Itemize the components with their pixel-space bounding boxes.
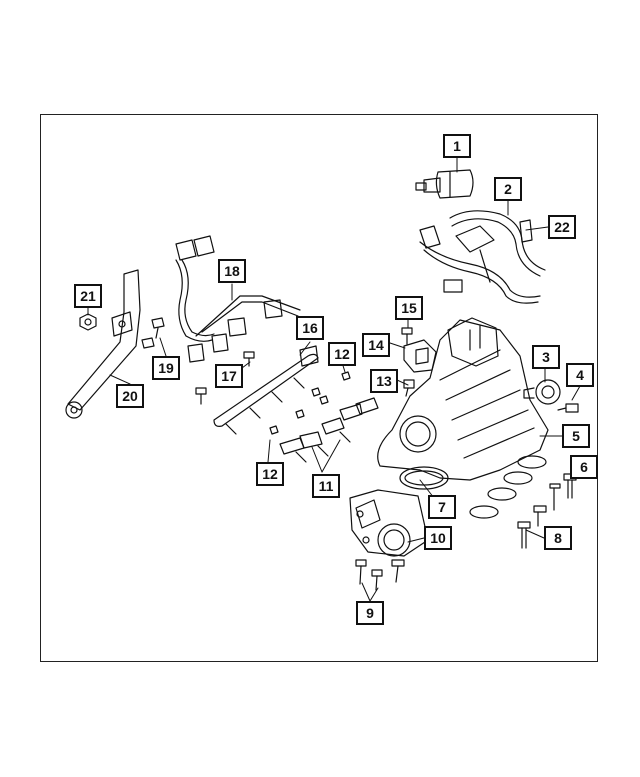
part-11-injectors	[279, 397, 379, 463]
part-12-seals	[269, 371, 351, 435]
callout-10: 10	[424, 526, 452, 550]
callout-2: 2	[494, 177, 522, 201]
part-13-screw	[403, 379, 415, 397]
part-9-bolts	[355, 559, 405, 591]
callout-11: 11	[312, 474, 340, 498]
callout-3: 3	[532, 345, 560, 369]
part-3-map-sensor	[523, 379, 561, 405]
callout-6: 6	[570, 455, 598, 479]
part-4-screw	[557, 403, 579, 413]
callout-15: 15	[395, 296, 423, 320]
part-21-nut	[79, 313, 97, 331]
callout-18: 18	[218, 259, 246, 283]
part-14-sensor	[403, 339, 437, 373]
part-5-intake-manifold	[377, 317, 549, 481]
callout-8: 8	[544, 526, 572, 550]
callout-13: 13	[370, 369, 398, 393]
callout-22: 22	[548, 215, 576, 239]
callout-20: 20	[116, 384, 144, 408]
part-15-screw	[401, 327, 413, 345]
callout-7: 7	[428, 495, 456, 519]
callout-17: 17	[215, 364, 243, 388]
part-7-gaskets	[399, 455, 547, 519]
callout-1: 1	[443, 134, 471, 158]
part-20-bracket	[65, 269, 141, 419]
callout-5: 5	[562, 424, 590, 448]
callout-21: 21	[74, 284, 102, 308]
callout-9: 9	[356, 601, 384, 625]
callout-16: 16	[296, 316, 324, 340]
diagram-frame	[40, 114, 598, 662]
part-2-hose-assembly	[419, 210, 546, 304]
part-8-bolts	[517, 505, 547, 549]
callout-19: 19	[152, 356, 180, 380]
part-10-throttle-body	[349, 489, 429, 557]
part-1-sensor	[415, 169, 474, 199]
callout-4: 4	[566, 363, 594, 387]
callout-14: 14	[362, 333, 390, 357]
part-17-bolt	[195, 351, 255, 405]
part-19-clips	[141, 317, 165, 349]
callout-12-lower: 12	[256, 462, 284, 486]
part-6-bolt	[549, 473, 577, 511]
part-16-fuel-rail	[213, 345, 319, 435]
callout-12-upper: 12	[328, 342, 356, 366]
part-22-clamp	[519, 219, 533, 243]
part-18-wiring-harness	[175, 235, 301, 363]
